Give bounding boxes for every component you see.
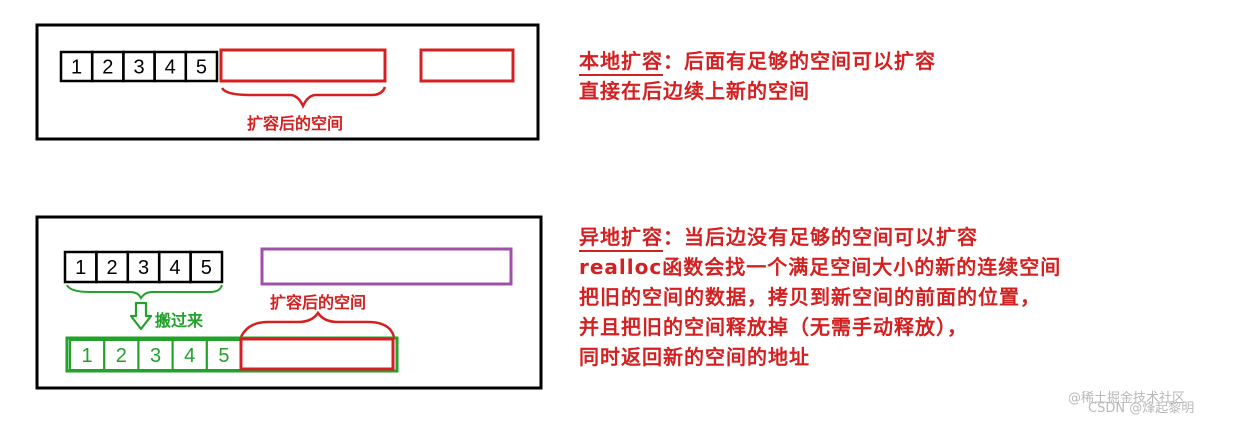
local-line-2: 直接在后边续上新的空间 <box>579 79 810 103</box>
old-cell-5 <box>189 250 224 284</box>
remote-line-2: realloc函数会找一个满足空间大小的新的连续空间 <box>579 255 1062 279</box>
top-expanded-box <box>219 48 387 83</box>
top-frame <box>35 23 540 141</box>
top-cell-label-4: 4 <box>165 57 176 79</box>
new-expanded-box <box>239 337 395 371</box>
remote-line-3: 把旧的空间的数据，拷贝到新空间的前面的位置， <box>579 285 1041 309</box>
arc-brace <box>239 310 396 338</box>
local-title: 本地扩容 <box>579 49 663 76</box>
new-cell-label-3: 3 <box>150 345 161 367</box>
remote-expansion-note: 异地扩容：当后边没有足够的空间可以扩容 realloc函数会找一个满足空间大小的… <box>579 222 1061 372</box>
down-arrow-icon <box>129 301 153 331</box>
top-cell-label-3: 3 <box>133 57 144 79</box>
moved-label: 搬过来 <box>155 311 204 330</box>
local-colon-text: ：后面有足够的空间可以扩容 <box>663 49 936 73</box>
new-cell-label-5: 5 <box>218 345 229 367</box>
old-cell-label-1: 1 <box>75 257 86 279</box>
remote-line-5: 同时返回新的空间的地址 <box>579 345 810 369</box>
new-array: 1 2 3 4 5 <box>69 339 243 371</box>
old-cell-label-2: 2 <box>107 257 118 279</box>
top-brace <box>220 86 387 110</box>
remote-colon-text: ：当后边没有足够的空间可以扩容 <box>663 225 978 249</box>
top-far-box <box>419 48 515 83</box>
top-expanded-label: 扩容后的空间 <box>247 114 343 133</box>
top-cell-5 <box>184 50 219 83</box>
top-cell-label-2: 2 <box>102 57 113 79</box>
remote-title: 异地扩容 <box>579 225 663 252</box>
top-cell-label-5: 5 <box>196 57 207 79</box>
watermark-juejin: @稀土掘金技术社区 <box>1068 391 1186 406</box>
remote-line-4: 并且把旧的空间释放掉（无需手动释放）， <box>579 315 968 339</box>
new-cell-label-4: 4 <box>184 345 195 367</box>
new-cell-label-1: 1 <box>82 345 93 367</box>
new-cell-label-2: 2 <box>116 345 127 367</box>
bottom-expanded-label: 扩容后的空间 <box>270 293 366 312</box>
purple-box <box>260 247 513 286</box>
old-cell-label-5: 5 <box>201 257 212 279</box>
green-brace <box>66 284 223 300</box>
remote-line-1: 异地扩容：当后边没有足够的空间可以扩容 <box>579 222 1061 252</box>
old-cell-label-3: 3 <box>138 257 149 279</box>
watermark-csdn: CSDN @烽起黎明 <box>1088 401 1195 416</box>
top-cell-label-1: 1 <box>71 57 82 79</box>
old-cell-label-4: 4 <box>169 257 180 279</box>
local-expansion-note: 本地扩容：后面有足够的空间可以扩容 直接在后边续上新的空间 <box>579 46 936 106</box>
local-line-1: 本地扩容：后面有足够的空间可以扩容 <box>579 46 936 76</box>
bottom-frame <box>35 215 543 390</box>
